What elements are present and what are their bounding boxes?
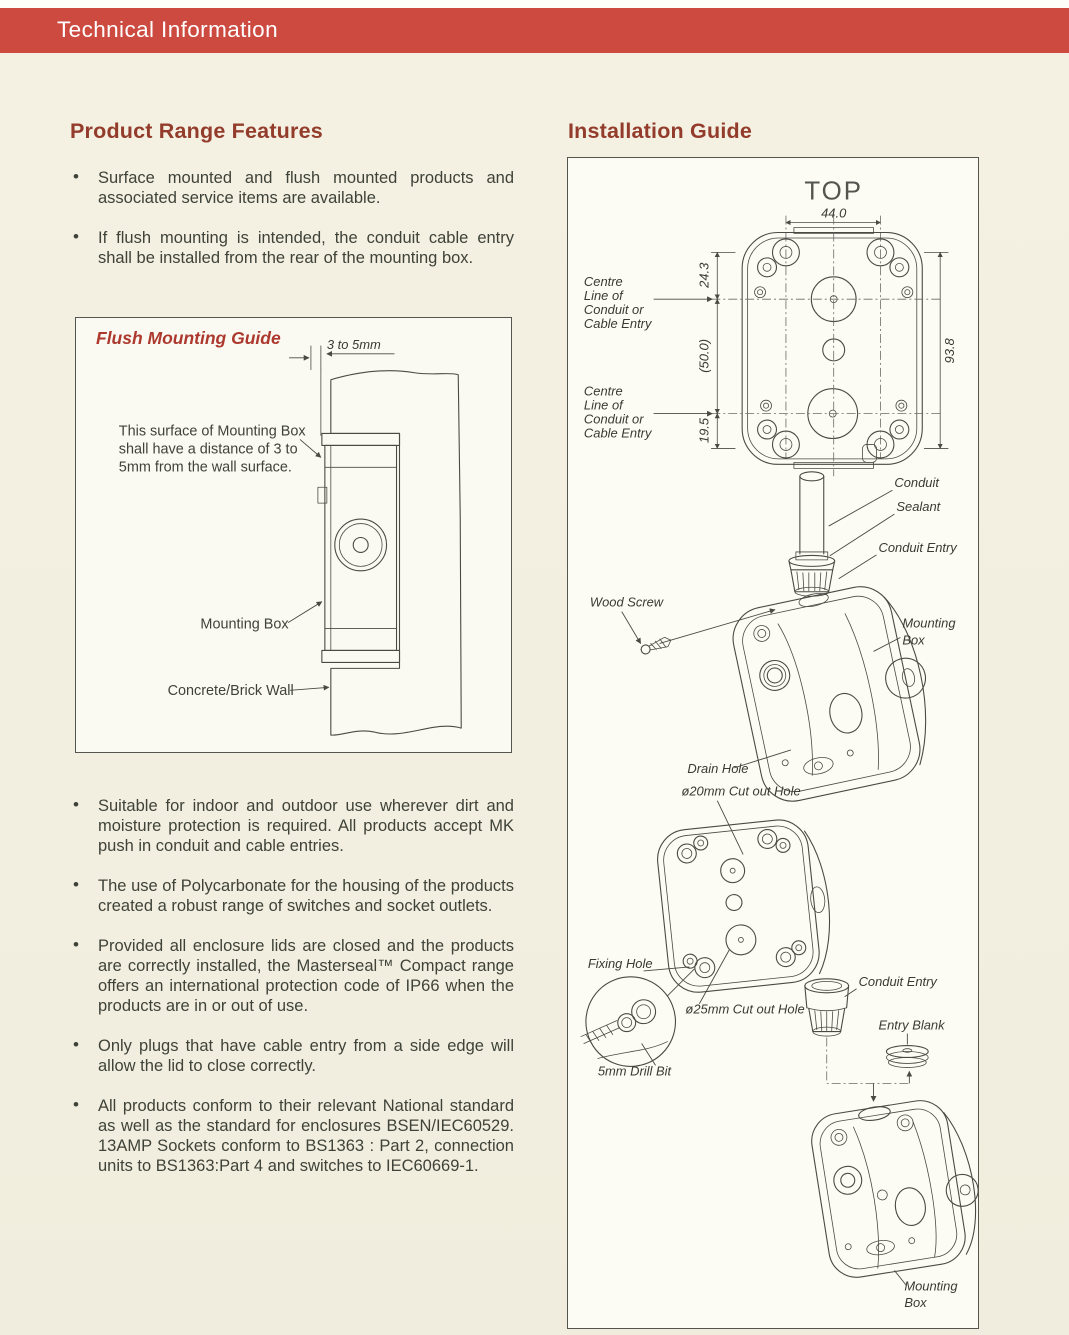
wall-cross-section xyxy=(330,370,462,736)
page-title: Technical Information xyxy=(57,17,279,42)
conduit-entry-gland xyxy=(788,554,836,597)
centre2-line1: Centre xyxy=(584,384,623,399)
conduit-label: Conduit xyxy=(894,475,940,490)
bottom-box-drawing: Mounting Box xyxy=(811,1100,978,1310)
centre-line-label-2: Centre Line of Conduit or Cable Entry xyxy=(584,384,713,440)
page-top-margin xyxy=(0,0,1069,8)
mounting-box-label2-line1: Mounting xyxy=(904,1278,958,1293)
mounting-box-section xyxy=(317,432,401,663)
bullet-item: Suitable for indoor and outdoor use wher… xyxy=(70,795,514,856)
installation-diagrams: TOP 44.0 xyxy=(580,178,978,1310)
left-section-heading: Product Range Features xyxy=(70,119,323,143)
wood-screw-drawing xyxy=(640,636,672,655)
back-view-drawing: Fixing Hole 5mm Drill Bit ø25mm Cut out … xyxy=(580,819,945,1102)
centre2-line3: Conduit or xyxy=(584,412,644,427)
gap-dimension: 3 to 5mm xyxy=(289,337,395,436)
exploded-view-drawing: Conduit Sealant Conduit Entry Wood Screw… xyxy=(590,471,958,855)
centre2-line4: Cable Entry xyxy=(584,425,653,440)
fixing-hole-detail xyxy=(580,968,695,1067)
bullet-item: If flush mounting is intended, the condu… xyxy=(70,227,514,268)
bullet-item: The use of Polycarbonate for the housing… xyxy=(70,875,514,916)
wall-label: Concrete/Brick Wall xyxy=(168,683,294,699)
gland-part xyxy=(804,978,850,1037)
entry-blank-part xyxy=(885,1044,929,1068)
feature-list-top: Surface mounted and flush mounted produc… xyxy=(70,167,514,288)
mounting-box-label-line2: Box xyxy=(902,632,925,647)
dim-50-0: (50.0) xyxy=(696,339,711,373)
surface-note-line3: 5mm from the wall surface. xyxy=(119,459,292,475)
bullet-item: Surface mounted and flush mounted produc… xyxy=(70,167,514,208)
bottom-mounting-box xyxy=(811,1100,978,1278)
gap-dimension-label: 3 to 5mm xyxy=(327,337,381,352)
centre-line-label-1: Centre Line of Conduit or Cable Entry xyxy=(584,274,713,331)
back-view-box xyxy=(657,819,831,993)
surface-note-line1: This surface of Mounting Box xyxy=(119,423,307,439)
surface-note-line2: shall have a distance of 3 to xyxy=(119,441,298,457)
screw-bosses xyxy=(754,286,914,412)
bullet-item: Only plugs that have cable entry from a … xyxy=(70,1035,514,1076)
top-view-title: TOP xyxy=(804,178,863,206)
mounting-box-label: Mounting Box xyxy=(200,617,289,633)
mounting-box-label-line1: Mounting xyxy=(902,616,956,631)
header-bar: Technical Information xyxy=(0,8,1069,53)
right-section-heading: Installation Guide xyxy=(568,119,752,143)
centre2-line2: Line of xyxy=(584,398,624,413)
dim-19-5: 19.5 xyxy=(696,417,711,443)
top-view-drawing: TOP 44.0 xyxy=(584,178,957,477)
bullet-item: Provided all enclosure lids are closed a… xyxy=(70,935,514,1016)
centre1-line4: Cable Entry xyxy=(584,316,653,331)
drain-hole-label: Drain Hole xyxy=(687,761,748,776)
mounting-box-label2-line2: Box xyxy=(904,1295,927,1310)
flush-guide-title: Flush Mounting Guide xyxy=(96,328,281,348)
conduit-entry-label: Conduit Entry xyxy=(878,540,958,555)
conduit-knockouts xyxy=(807,276,859,440)
dim-93-8: 93.8 xyxy=(942,338,957,364)
sealant-label: Sealant xyxy=(896,499,941,514)
fixing-hole-label: Fixing Hole xyxy=(588,956,653,971)
wood-screw-label: Wood Screw xyxy=(590,595,665,610)
dim-44: 44.0 xyxy=(821,206,847,221)
entry-blank-label: Entry Blank xyxy=(878,1018,945,1033)
centre1-line1: Centre xyxy=(584,274,623,289)
conduit-entry-label-2: Conduit Entry xyxy=(859,974,939,989)
dim-24-3: 24.3 xyxy=(696,262,711,289)
flush-mounting-guide-panel: 3 to 5mm This surface xyxy=(75,317,512,753)
exploded-mounting-box xyxy=(732,586,927,802)
centre1-line3: Conduit or xyxy=(584,302,644,317)
flush-mounting-diagram: 3 to 5mm This surface xyxy=(119,337,462,736)
installation-guide-panel: TOP 44.0 xyxy=(567,157,979,1329)
bullet-item: All products conform to their relevant N… xyxy=(70,1095,514,1176)
drill-bit-label: 5mm Drill Bit xyxy=(598,1063,673,1078)
cutout-20-label: ø20mm Cut out Hole xyxy=(681,784,800,799)
feature-list-bottom: Suitable for indoor and outdoor use wher… xyxy=(70,795,514,1196)
fixing-lugs xyxy=(757,238,910,459)
centre1-line2: Line of xyxy=(584,288,624,303)
cutout-25-label: ø25mm Cut out Hole xyxy=(685,1002,804,1017)
